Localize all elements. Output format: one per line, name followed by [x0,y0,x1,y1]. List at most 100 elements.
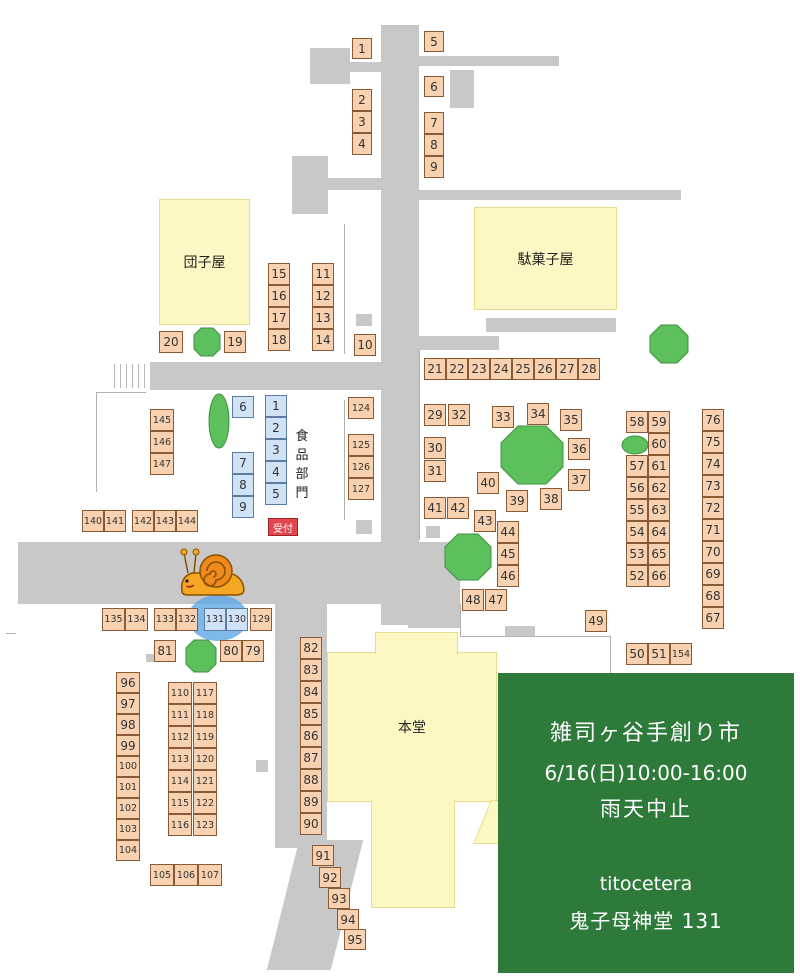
stall-19[interactable]: 19 [224,331,246,353]
stall-121[interactable]: 121 [193,770,217,792]
stall-111[interactable]: 111 [168,704,192,726]
stall-23[interactable]: 23 [468,358,490,380]
stall-110[interactable]: 110 [168,682,192,704]
stall-79[interactable]: 79 [242,640,264,662]
stall-53[interactable]: 53 [626,543,648,565]
stall-130-food[interactable]: 130 [226,608,248,631]
stall-29[interactable]: 29 [424,404,446,426]
stall-135[interactable]: 135 [102,608,125,631]
stall-80[interactable]: 80 [220,640,242,662]
stall-95[interactable]: 95 [344,929,366,950]
stall-30[interactable]: 30 [424,437,446,459]
stall-142[interactable]: 142 [132,510,154,532]
stall-10[interactable]: 10 [354,334,376,356]
stall-59[interactable]: 59 [648,411,670,433]
stall-35[interactable]: 35 [560,409,582,431]
stall-32[interactable]: 32 [448,404,470,426]
stall-65[interactable]: 65 [648,543,670,565]
stall-93[interactable]: 93 [328,888,350,909]
stall-99[interactable]: 99 [116,735,140,756]
stall-51[interactable]: 51 [648,643,670,665]
stall-75[interactable]: 75 [702,431,724,453]
stall-114[interactable]: 114 [168,770,192,792]
stall-44[interactable]: 44 [497,521,519,543]
stall-26[interactable]: 26 [534,358,556,380]
stall-112[interactable]: 112 [168,726,192,748]
stall-116[interactable]: 116 [168,814,192,836]
stall-28[interactable]: 28 [578,358,600,380]
stall-37[interactable]: 37 [568,469,590,491]
stall-2-food[interactable]: 2 [265,417,287,439]
stall-71[interactable]: 71 [702,519,724,541]
stall-154[interactable]: 154 [670,643,692,665]
stall-4-food[interactable]: 4 [265,461,287,483]
stall-8[interactable]: 8 [424,134,444,156]
stall-12[interactable]: 12 [312,285,334,307]
stall-118[interactable]: 118 [193,704,217,726]
stall-124[interactable]: 124 [348,397,374,419]
stall-41[interactable]: 41 [424,497,446,519]
stall-16[interactable]: 16 [268,285,290,307]
stall-15[interactable]: 15 [268,263,290,285]
stall-3-food[interactable]: 3 [265,439,287,461]
stall-88[interactable]: 88 [300,769,322,791]
reception-booth[interactable]: 受付 [268,518,298,536]
stall-73[interactable]: 73 [702,475,724,497]
stall-101[interactable]: 101 [116,777,140,798]
stall-96[interactable]: 96 [116,672,140,693]
stall-91[interactable]: 91 [312,845,334,866]
stall-7-food[interactable]: 7 [232,452,254,474]
stall-104[interactable]: 104 [116,840,140,861]
stall-60[interactable]: 60 [648,433,670,455]
stall-123[interactable]: 123 [193,814,217,836]
stall-89[interactable]: 89 [300,791,322,813]
stall-14[interactable]: 14 [312,329,334,351]
stall-94[interactable]: 94 [337,909,359,930]
stall-102[interactable]: 102 [116,798,140,819]
stall-6[interactable]: 6 [424,76,444,97]
stall-86[interactable]: 86 [300,725,322,747]
stall-24[interactable]: 24 [490,358,512,380]
stall-5-food[interactable]: 5 [265,483,287,505]
stall-87[interactable]: 87 [300,747,322,769]
stall-17[interactable]: 17 [268,307,290,329]
stall-67[interactable]: 67 [702,607,724,629]
stall-1-food[interactable]: 1 [265,395,287,417]
stall-61[interactable]: 61 [648,455,670,477]
stall-45[interactable]: 45 [497,543,519,565]
stall-5[interactable]: 5 [424,31,444,52]
stall-119[interactable]: 119 [193,726,217,748]
stall-117[interactable]: 117 [193,682,217,704]
stall-58[interactable]: 58 [626,411,648,433]
stall-57[interactable]: 57 [626,455,648,477]
stall-49[interactable]: 49 [585,610,607,632]
stall-39[interactable]: 39 [506,490,528,512]
stall-40[interactable]: 40 [477,472,499,494]
stall-84[interactable]: 84 [300,681,322,703]
stall-54[interactable]: 54 [626,521,648,543]
stall-97[interactable]: 97 [116,693,140,714]
stall-9-food[interactable]: 9 [232,496,254,518]
stall-107[interactable]: 107 [198,864,222,886]
stall-20[interactable]: 20 [159,331,183,353]
stall-83[interactable]: 83 [300,659,322,681]
stall-38[interactable]: 38 [540,488,562,510]
stall-52[interactable]: 52 [626,565,648,587]
stall-9[interactable]: 9 [424,156,444,178]
stall-2[interactable]: 2 [352,89,372,111]
stall-50[interactable]: 50 [626,643,648,665]
stall-46[interactable]: 46 [497,565,519,587]
stall-132[interactable]: 132 [176,608,198,631]
stall-134[interactable]: 134 [125,608,148,631]
stall-145[interactable]: 145 [150,409,174,431]
stall-92[interactable]: 92 [319,867,341,888]
stall-48[interactable]: 48 [462,589,484,611]
stall-36[interactable]: 36 [568,438,590,460]
stall-140[interactable]: 140 [82,510,104,532]
stall-76[interactable]: 76 [702,409,724,431]
stall-27[interactable]: 27 [556,358,578,380]
stall-74[interactable]: 74 [702,453,724,475]
stall-43[interactable]: 43 [474,510,496,532]
stall-62[interactable]: 62 [648,477,670,499]
stall-33[interactable]: 33 [492,406,514,428]
